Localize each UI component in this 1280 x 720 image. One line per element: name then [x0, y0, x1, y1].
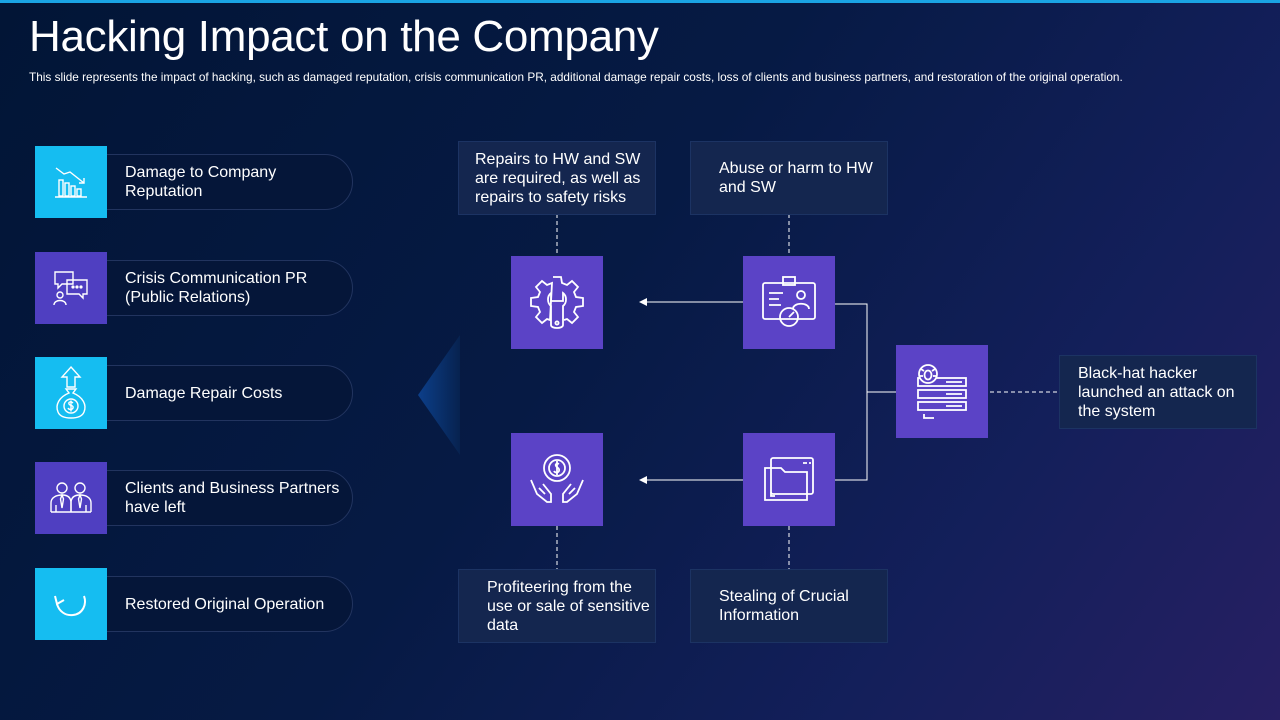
top-accent-bar	[0, 0, 1280, 3]
impact-item-reputation: Damage to Company Reputation	[35, 146, 355, 218]
restore-arrow-icon	[54, 595, 86, 617]
impact-item-pill	[75, 365, 353, 421]
impact-icon-box	[35, 252, 107, 324]
repairs-text-box: Repairs to HW and SW are required, as we…	[458, 141, 656, 215]
abuse-text: Abuse or harm to HW and SW	[719, 160, 873, 196]
impact-icon-box	[35, 568, 107, 640]
profit-node	[511, 433, 603, 526]
impact-item-label: Damage to Company Reputation	[125, 164, 277, 200]
hacker-text: Black-hat hacker launched an attack on t…	[1078, 364, 1235, 420]
impact-icon-box	[35, 146, 107, 218]
impact-item-pill	[75, 470, 353, 526]
impact-item-pill	[75, 154, 353, 210]
impact-icon-box	[35, 357, 107, 429]
folder-window-icon	[764, 456, 814, 501]
stealing-text-box: Stealing of Crucial Information	[690, 569, 888, 643]
page-title: Hacking Impact on the Company	[29, 12, 659, 61]
impact-item-pill	[75, 260, 353, 316]
gear-wrench-icon	[530, 275, 584, 329]
page-subtitle: This slide represents the impact of hack…	[29, 70, 1123, 84]
hacker-text-box: Black-hat hacker launched an attack on t…	[1059, 355, 1257, 429]
profiteering-text-box: Profiteering from the use or sale of sen…	[458, 569, 656, 643]
stealing-text: Stealing of Crucial Information	[719, 588, 849, 624]
impact-item-repair-costs: Damage Repair Costs	[35, 357, 355, 429]
impact-item-label: Damage Repair Costs	[125, 384, 283, 402]
impact-item-clients-left: Clients and Business Partners have left	[35, 462, 355, 534]
hacker-server-node	[896, 345, 988, 438]
abuse-text-box: Abuse or harm to HW and SW	[690, 141, 888, 215]
server-bug-icon	[917, 363, 967, 419]
impact-item-pill	[75, 576, 353, 632]
id-card-gauge-icon	[762, 275, 816, 327]
stealing-node	[743, 433, 835, 526]
repair-node	[511, 256, 603, 349]
pointer-arrowhead	[418, 335, 460, 455]
impact-item-crisis-pr: Crisis Communication PR (Public Relation…	[35, 252, 355, 324]
business-people-icon	[50, 482, 92, 513]
abuse-node	[743, 256, 835, 349]
impact-item-restored: Restored Original Operation	[35, 568, 355, 640]
declining-chart-icon	[55, 167, 87, 198]
hands-coin-icon	[530, 453, 584, 503]
profiteering-text: Profiteering from the use or sale of sen…	[487, 578, 650, 634]
impact-item-label: Restored Original Operation	[125, 595, 325, 613]
impact-item-label: Clients and Business Partners have left	[125, 480, 340, 516]
chat-person-icon	[53, 271, 88, 306]
money-bag-arrow-icon	[56, 365, 86, 419]
impact-item-label: Crisis Communication PR (Public Relation…	[125, 270, 308, 306]
repairs-text: Repairs to HW and SW are required, as we…	[475, 150, 641, 206]
impact-icon-box	[35, 462, 107, 534]
